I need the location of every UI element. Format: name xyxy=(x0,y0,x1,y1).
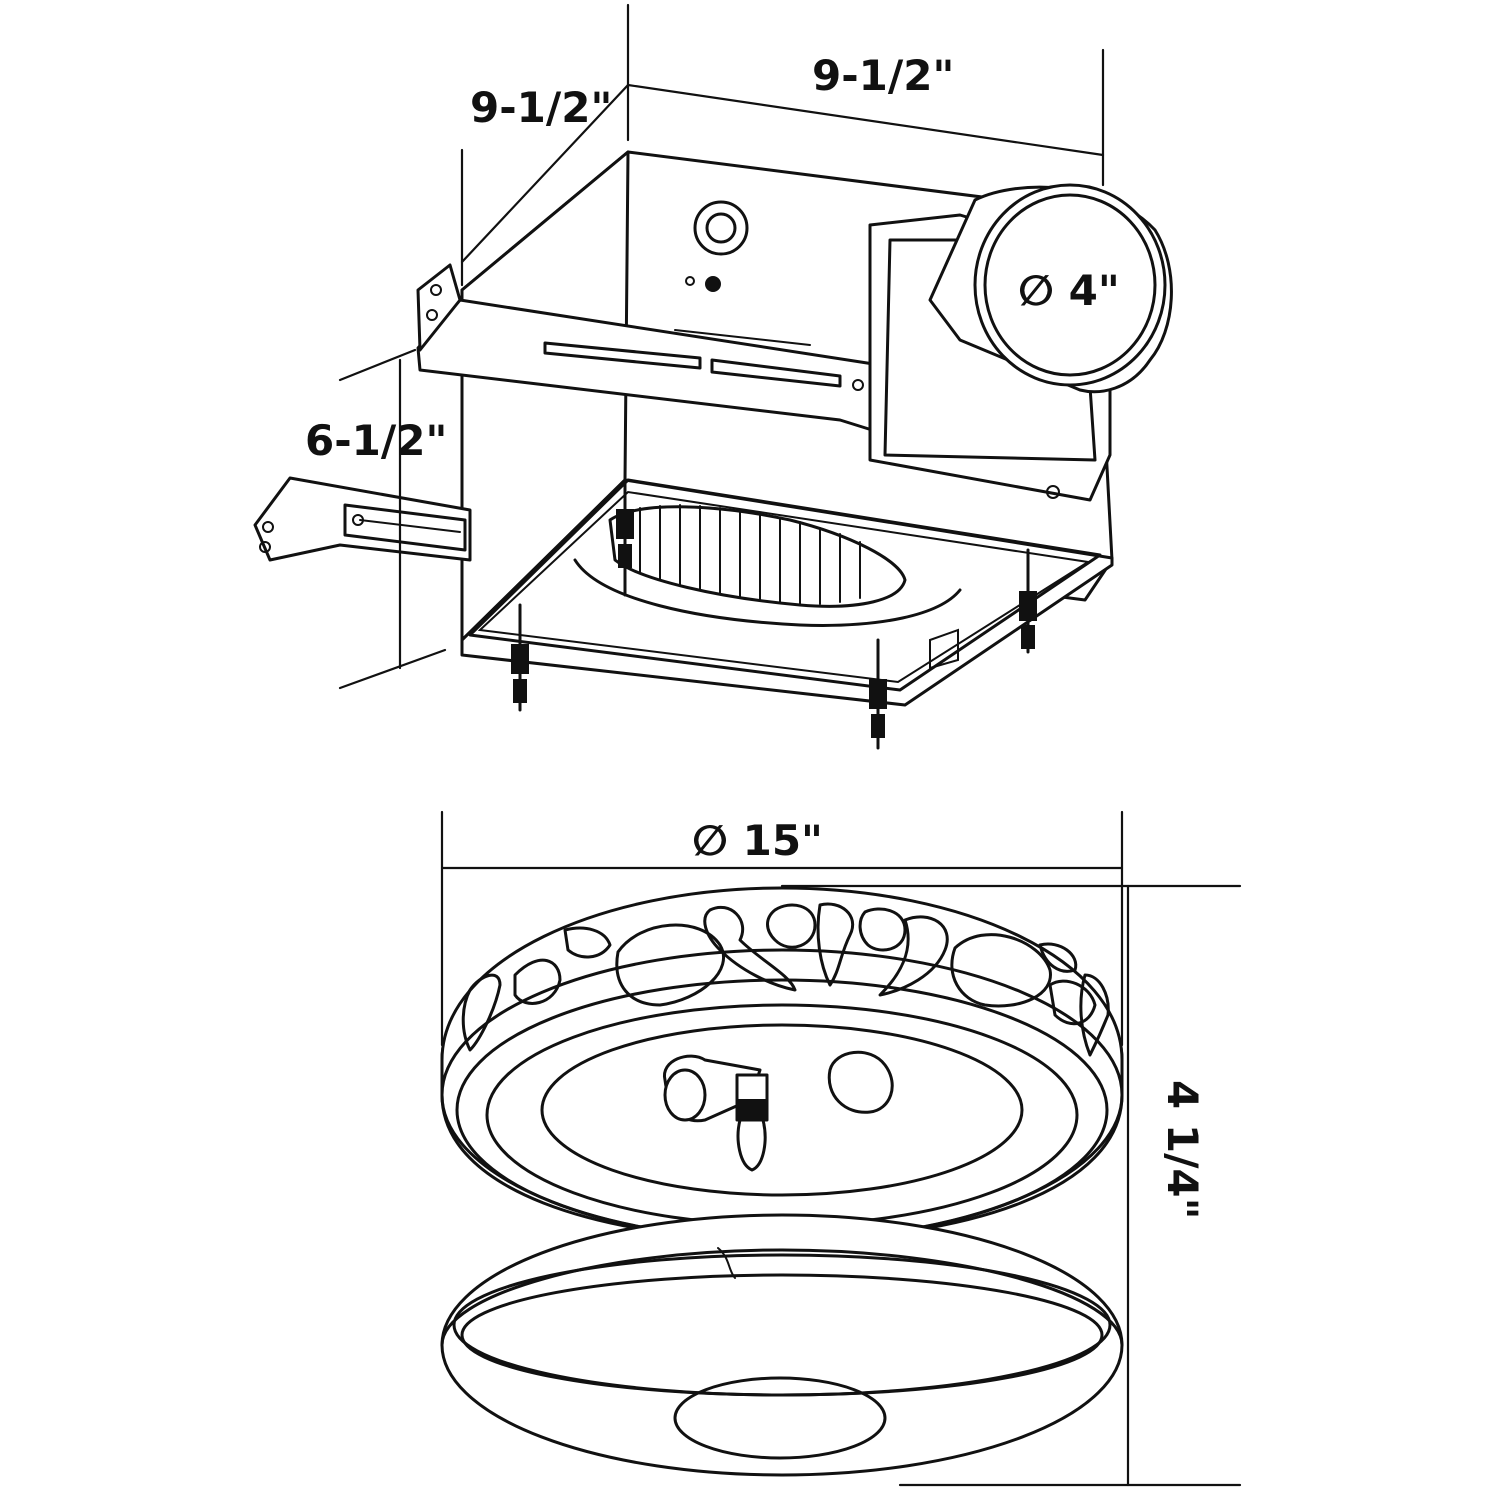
housing-width-label: 9-1/2" xyxy=(812,51,954,100)
depth-dimension-line xyxy=(460,83,630,264)
fan-housing xyxy=(253,150,1173,750)
duct-diameter-label: ∅ 4" xyxy=(1018,266,1120,315)
housing-depth-label: 9-1/2" xyxy=(470,83,612,132)
housing-dimension-lines xyxy=(338,3,1105,690)
lamp-bulbs xyxy=(663,1050,894,1172)
grille-height-label: 4 1/4" xyxy=(1158,1080,1207,1220)
knockout-ring-outer xyxy=(693,200,749,256)
threaded-rod-back-left xyxy=(616,478,634,597)
grille-scroll-pattern xyxy=(461,902,1110,1057)
grille-inner-opening xyxy=(485,1003,1079,1227)
threaded-rod-back-right xyxy=(1019,548,1037,654)
screw-hole xyxy=(705,276,721,292)
grille-diameter-label: ∅ 15" xyxy=(692,816,823,865)
decorative-grille xyxy=(440,886,1124,1242)
threaded-rod-front-left xyxy=(511,603,529,712)
duct-opening xyxy=(973,183,1167,387)
grille-dimension-lines xyxy=(440,810,1242,1487)
threaded-rod-front-right xyxy=(869,638,887,750)
blower-wheel xyxy=(573,504,962,627)
bracket-ear-left xyxy=(416,263,462,352)
knockout-ring-inner xyxy=(705,212,737,244)
housing-opening-lip xyxy=(468,478,1102,692)
housing-height-label: 6-1/2" xyxy=(305,416,447,465)
width-dimension-line xyxy=(626,83,1105,157)
diffuser-lens xyxy=(440,1213,1124,1477)
lens-center-disc xyxy=(673,1376,887,1460)
